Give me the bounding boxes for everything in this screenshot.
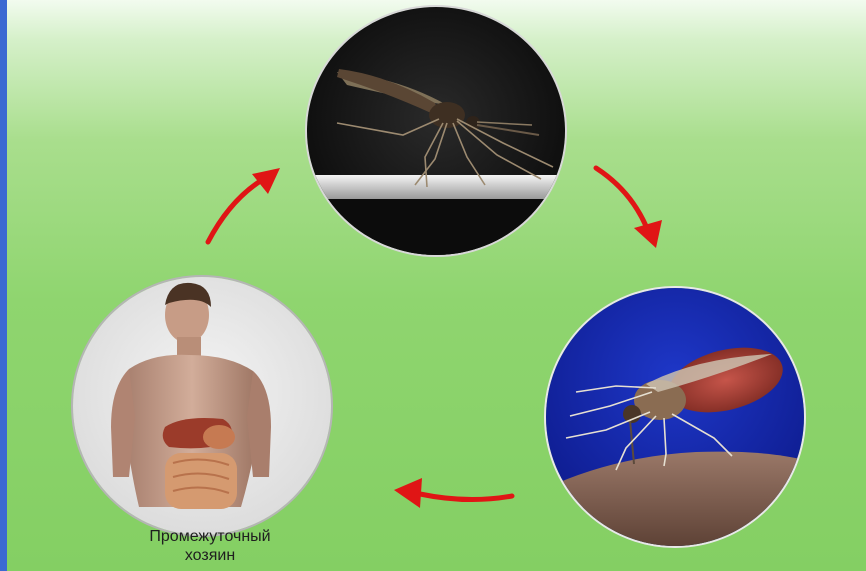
arrow-to-feeding-icon bbox=[590, 160, 670, 255]
caption-line-1: Промежуточный bbox=[90, 527, 330, 546]
mosquito-resting-image bbox=[305, 5, 567, 257]
arrow-to-human-icon bbox=[388, 470, 518, 518]
human-body-image bbox=[71, 275, 333, 537]
mosquito-feeding-image bbox=[544, 286, 806, 548]
arrow-to-mosquito-icon bbox=[200, 160, 290, 250]
caption-line-2: хозяин bbox=[90, 546, 330, 565]
intermediate-host-caption: Промежуточный хозяин bbox=[90, 527, 330, 565]
